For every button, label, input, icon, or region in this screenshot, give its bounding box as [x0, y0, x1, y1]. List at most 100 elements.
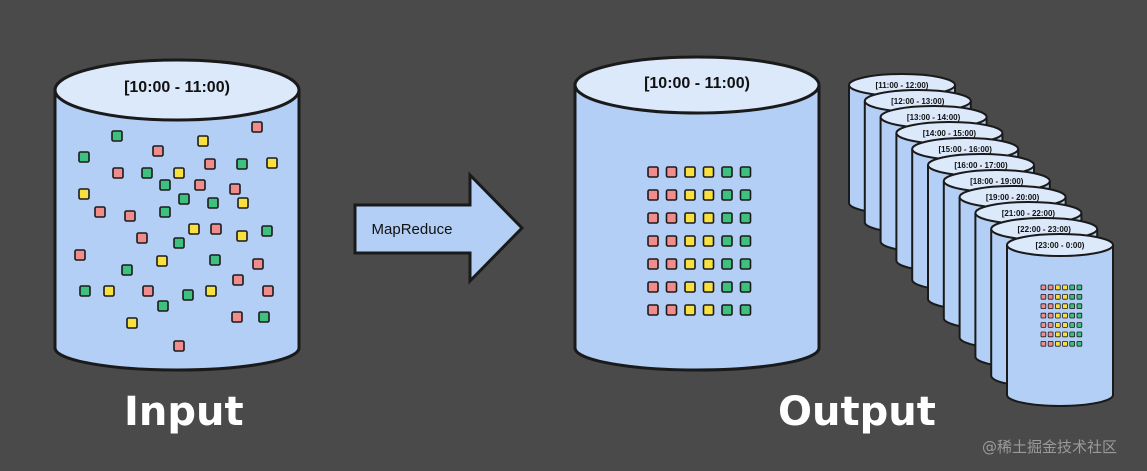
input-dot	[94, 206, 106, 218]
stack-cylinder-label: [16:00 - 17:00)	[954, 161, 1008, 170]
output-grid-cell	[647, 189, 659, 201]
output-cylinder: [10:00 - 11:00)	[573, 55, 821, 372]
input-dot	[262, 285, 274, 297]
stack-grid-cell	[1040, 340, 1047, 347]
stack-grid-cell	[1076, 312, 1083, 319]
stack-grid-cell	[1069, 312, 1076, 319]
output-grid-cell	[721, 212, 733, 224]
stack-grid-cell	[1076, 293, 1083, 300]
output-grid-cell	[721, 258, 733, 270]
output-grid-cell	[739, 166, 752, 178]
input-dot	[142, 285, 154, 297]
output-grid-cell	[665, 166, 678, 178]
stack-grid-cell	[1069, 322, 1076, 328]
stack-grid-cell	[1055, 284, 1061, 291]
input-dot	[78, 151, 90, 163]
output-grid-cell	[721, 304, 733, 316]
output-grid-cell	[684, 235, 696, 247]
output-grid-cell	[702, 212, 715, 224]
input-dot	[229, 183, 241, 195]
input-dot	[209, 254, 221, 266]
input-cylinder-label: [10:00 - 11:00)	[124, 79, 230, 96]
input-dot	[112, 167, 124, 179]
input-dot	[194, 179, 206, 191]
input-dot	[261, 225, 273, 237]
output-grid-cell	[665, 212, 678, 224]
output-grid-cell	[739, 304, 752, 316]
stack-grid-cell	[1047, 322, 1054, 328]
output-grid-cell	[739, 189, 752, 201]
stack-grid-cell	[1062, 293, 1068, 300]
stack-cylinder-label: [21:00 - 22:00)	[1002, 209, 1056, 218]
input-dot	[141, 167, 153, 179]
output-grid-cell	[684, 281, 696, 293]
output-grid-cell	[739, 212, 752, 224]
stack-grid-cell	[1062, 303, 1068, 309]
stack-grid-cell	[1069, 340, 1076, 347]
output-grid-cell	[647, 166, 659, 178]
stack-grid-cell	[1055, 312, 1061, 319]
input-dot	[210, 223, 222, 235]
stack-grid-cell	[1069, 284, 1076, 291]
output-grid-cell	[647, 258, 659, 270]
output-grid-cell	[684, 189, 696, 201]
output-grid-cell	[702, 304, 715, 316]
stack-grid-cell	[1047, 284, 1054, 291]
stack-grid-cell	[1047, 340, 1054, 347]
stack-grid-cell	[1040, 331, 1047, 338]
stack-grid-cell	[1040, 312, 1047, 319]
output-grid-cell	[647, 212, 659, 224]
input-dot	[252, 258, 264, 270]
output-grid-cell	[665, 304, 678, 316]
stack-grid-cell	[1040, 322, 1047, 328]
mapreduce-label: MapReduce	[372, 221, 453, 238]
input-dot	[173, 237, 185, 249]
output-grid-cell	[739, 235, 752, 247]
stack-grid-cell	[1062, 312, 1068, 319]
output-grid-cell	[702, 235, 715, 247]
input-dot	[79, 285, 91, 297]
stack-cylinder-label: [15:00 - 16:00)	[939, 145, 993, 154]
stack-grid-cell	[1076, 331, 1083, 338]
output-grid-cell	[702, 258, 715, 270]
input-dot	[157, 300, 169, 312]
input-dot	[236, 158, 248, 170]
stack-grid-cell	[1047, 312, 1054, 319]
output-stack: [11:00 - 12:00)[12:00 - 13:00)[13:00 - 1…	[848, 73, 1114, 407]
stack-grid-cell	[1040, 284, 1047, 291]
input-dot	[152, 145, 164, 157]
input-dot	[182, 289, 194, 301]
input-dot	[232, 274, 244, 286]
input-dot	[258, 311, 270, 323]
stack-grid-cell	[1055, 340, 1061, 347]
stack-cylinder-label: [11:00 - 12:00)	[876, 81, 929, 90]
input-dot	[159, 206, 171, 218]
stack-grid-cell	[1069, 293, 1076, 300]
input-cylinder: [10:00 - 11:00)	[53, 58, 301, 372]
input-dot	[188, 223, 200, 235]
input-dot	[173, 340, 185, 352]
input-dot	[266, 157, 278, 169]
input-dot	[103, 285, 115, 297]
input-dot	[124, 210, 136, 222]
input-dot	[205, 285, 217, 297]
stack-grid-cell	[1076, 322, 1083, 328]
stack-grid-cell	[1040, 293, 1047, 300]
stack-grid-cell	[1047, 331, 1054, 338]
input-dot	[207, 197, 219, 209]
output-grid-cell	[721, 166, 733, 178]
mapreduce-arrow: MapReduce	[353, 171, 525, 285]
stack-grid-cell	[1047, 303, 1054, 309]
stack-cylinder-label: [14:00 - 15:00)	[923, 129, 977, 138]
stack-grid-cell	[1076, 303, 1083, 309]
watermark: @稀土掘金技术社区	[982, 438, 1118, 456]
stack-grid-cell	[1055, 322, 1061, 328]
input-dot	[236, 230, 248, 242]
stack-cylinder-label: [19:00 - 20:00)	[986, 193, 1040, 202]
output-grid-cell	[739, 281, 752, 293]
stack-grid-cell	[1062, 340, 1068, 347]
input-dots	[74, 121, 278, 352]
input-dot	[197, 135, 209, 147]
